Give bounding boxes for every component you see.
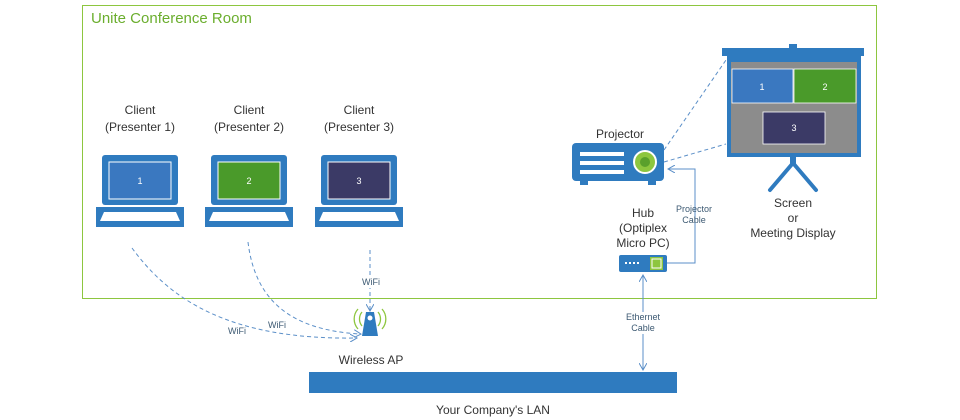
projection-beam-bottom [663, 143, 727, 163]
conference-room-boundary: Unite Conference Room [82, 5, 877, 299]
screen-label-line3: Meeting Display [750, 226, 836, 240]
wifi-label-3: WiFi [356, 277, 386, 288]
wifi-link-1 [131, 247, 356, 338]
client-label-3: Client (Presenter 3) [314, 102, 404, 136]
hub-label-line2: (Optiplex [618, 221, 668, 235]
hub-label-line1: Hub [631, 206, 654, 220]
projection-screen-icon: 1 2 3 [722, 44, 864, 192]
wifi-label-2: WiFi [268, 320, 286, 330]
room-title: Unite Conference Room [91, 10, 252, 27]
projector-icon [572, 143, 664, 185]
screen-tile-1-number: 1 [759, 82, 764, 92]
wifi-label-1: WiFi [228, 326, 246, 336]
projector-label: Projector [595, 127, 645, 141]
projector-cable-label-line1: Projector [675, 204, 712, 214]
client-label-2: Client (Presenter 2) [204, 102, 294, 136]
screen-tile-3 [762, 111, 826, 145]
client-3-title: Client [343, 103, 375, 117]
wireless-ap-icon [353, 308, 387, 336]
projector-cable-line [667, 169, 696, 264]
client-label-1: Client (Presenter 1) [95, 102, 185, 136]
ethernet-cable-label-line1: Ethernet [625, 312, 661, 322]
laptop-2-number: 2 [246, 176, 251, 186]
screen-tile-1 [731, 68, 794, 104]
hub-label-line3: Micro PC) [616, 236, 670, 250]
ethernet-cable-label-line2: Cable [631, 323, 655, 333]
lan-label: Your Company's LAN [436, 403, 550, 417]
laptop-screen-2 [217, 161, 281, 200]
client-2-title: Client [233, 103, 265, 117]
projection-beam-top [663, 59, 727, 151]
wireless-ap-label: Wireless AP [338, 353, 404, 367]
screen-tile-3-number: 3 [791, 123, 796, 133]
projector-cable-label-line2: Cable [682, 215, 706, 225]
laptop-icon: 3 [315, 155, 403, 227]
lan-bar [309, 372, 677, 393]
screen-tile-2-number: 2 [822, 82, 827, 92]
ethernet-cable-label: Ethernet Cable [617, 312, 669, 334]
laptop-3-number: 3 [356, 176, 361, 186]
screen-label: Screen or Meeting Display [738, 196, 848, 241]
client-1-role: (Presenter 1) [104, 120, 176, 134]
client-1-title: Client [124, 103, 156, 117]
screen-label-line2: or [787, 211, 799, 225]
laptop-1-number: 1 [137, 176, 142, 186]
client-3-role: (Presenter 3) [323, 120, 395, 134]
laptop-screen-1 [108, 161, 172, 200]
screen-tile-2 [793, 68, 857, 104]
projector-cable-label: Projector Cable [668, 204, 720, 226]
hub-icon [619, 255, 667, 272]
screen-label-line1: Screen [773, 196, 813, 210]
client-2-role: (Presenter 2) [213, 120, 285, 134]
laptop-icon: 2 [205, 155, 293, 227]
laptop-screen-3 [327, 161, 391, 200]
hub-label: Hub (Optiplex Micro PC) [603, 206, 683, 251]
laptop-icon: 1 [96, 155, 184, 227]
